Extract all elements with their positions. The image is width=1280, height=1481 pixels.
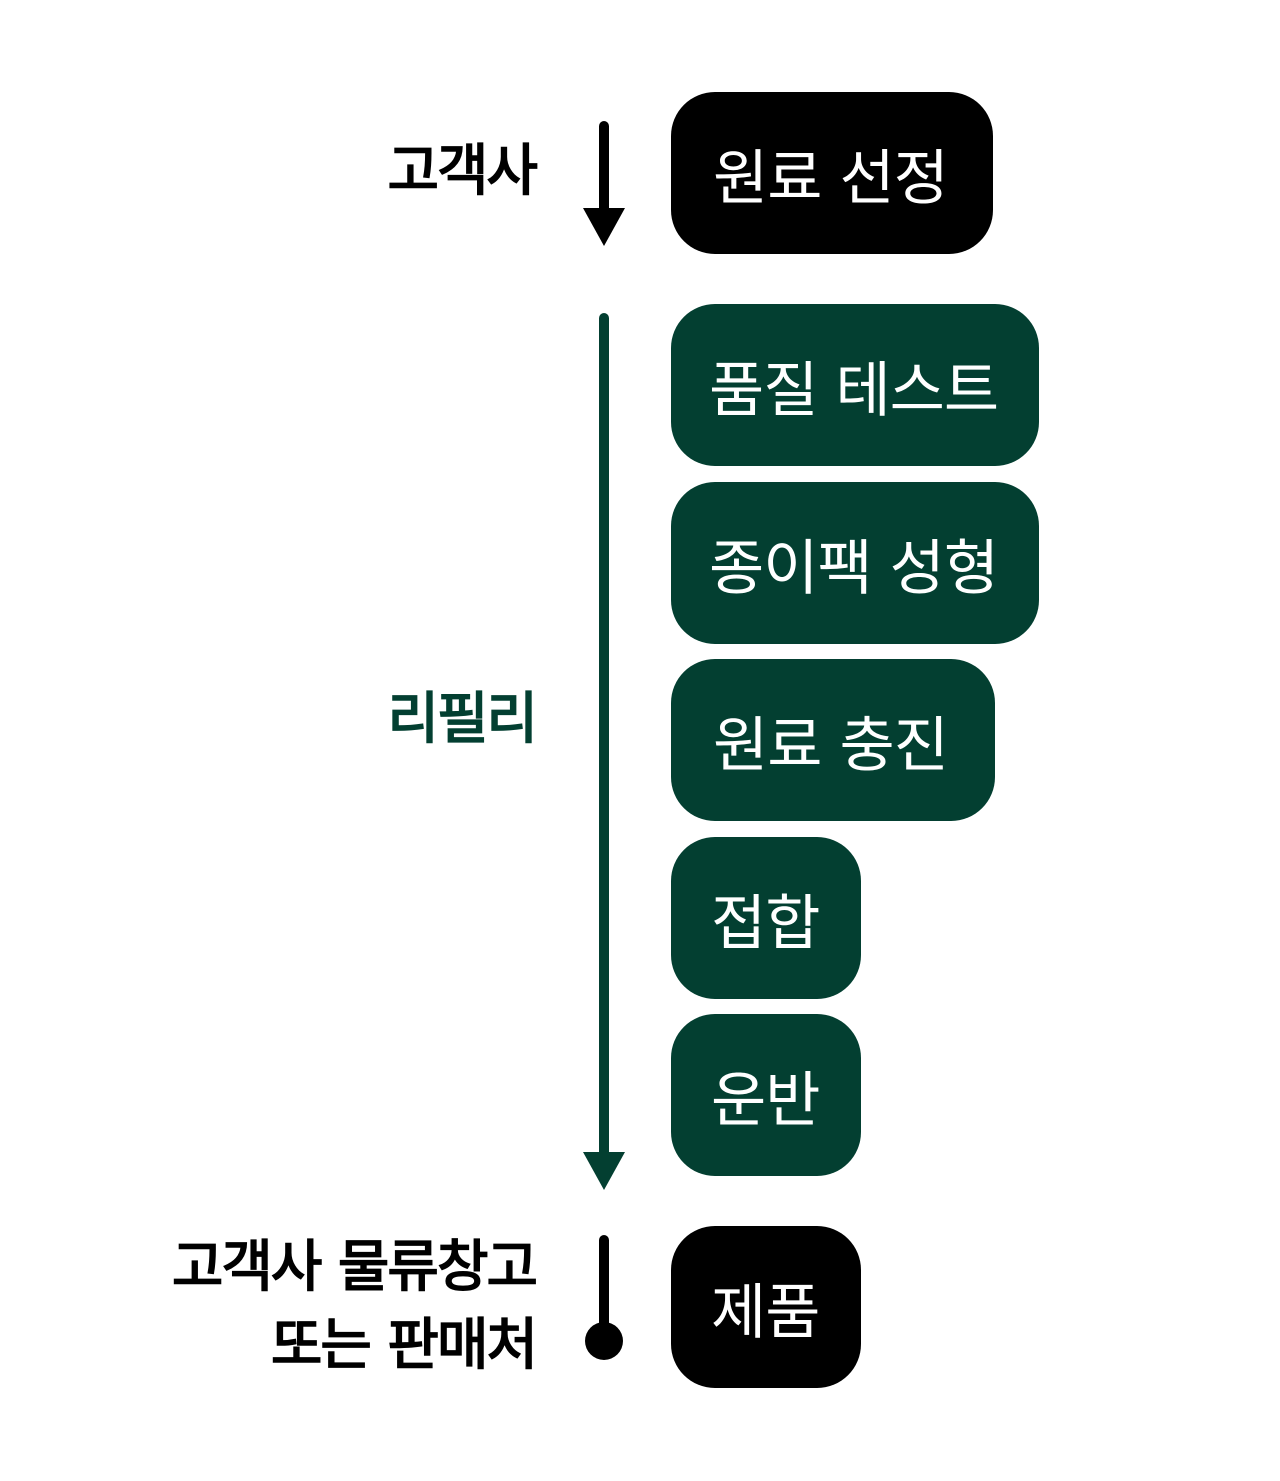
step-transport-label: 운반 (711, 1065, 820, 1136)
step-paper-pack-forming-label: 종이팩 성형 (709, 533, 999, 604)
step-transport: 운반 (671, 1014, 861, 1176)
step-product-label: 제품 (711, 1277, 820, 1348)
destination-label-line2: 또는 판매처 (270, 1313, 538, 1378)
step-material-filling: 원료 충진 (671, 659, 995, 821)
company-label: 리필리 (387, 687, 538, 752)
step-material-selection: 원료 선정 (671, 92, 993, 254)
step-material-filling-label: 원료 충진 (713, 710, 949, 781)
step-paper-pack-forming: 종이팩 성형 (671, 482, 1039, 644)
company-arrow (583, 313, 625, 1190)
customer-arrow (583, 121, 625, 246)
step-material-selection-label: 원료 선정 (713, 143, 949, 214)
step-quality-test-label: 품질 테스트 (709, 355, 999, 426)
destination-endpoint (585, 1235, 623, 1360)
step-sealing-label: 접합 (711, 888, 820, 959)
destination-label-line1: 고객사 물류창고 (171, 1235, 538, 1300)
customer-label: 고객사 (387, 139, 538, 204)
step-product: 제품 (671, 1226, 861, 1388)
step-sealing: 접합 (671, 837, 861, 999)
step-quality-test: 품질 테스트 (671, 304, 1039, 466)
